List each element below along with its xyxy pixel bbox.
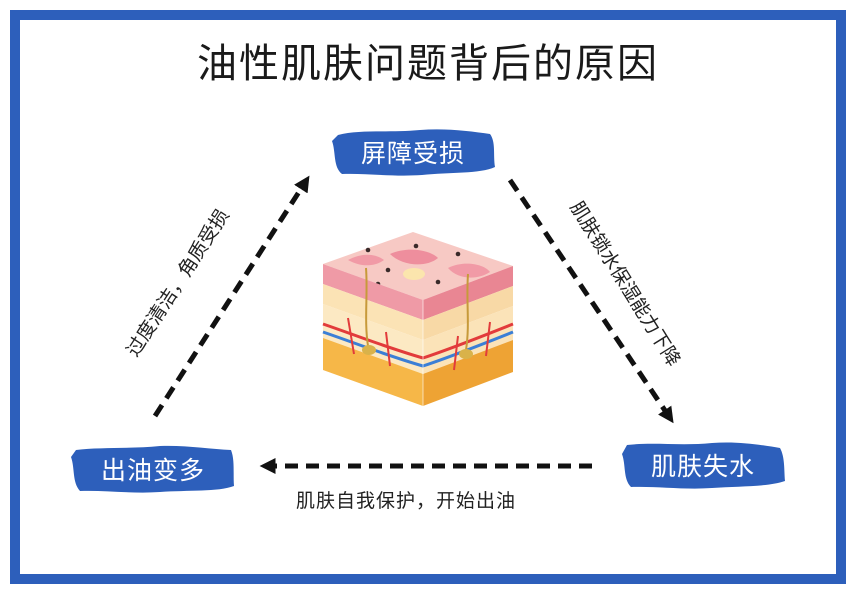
brush-blob — [622, 442, 785, 489]
node-label: 肌肤失水 — [650, 452, 755, 481]
arrow-top-to-right — [507, 178, 674, 424]
node-label: 屏障受损 — [360, 139, 465, 168]
arrow-left-to-top — [152, 175, 310, 418]
node-more-oil: 出油变多 — [70, 444, 236, 494]
skin-layers-icon — [322, 232, 514, 406]
edge-label-bottom: 肌肤自我保护，开始出油 — [296, 490, 517, 512]
page-title: 油性肌肤问题背后的原因 — [197, 41, 659, 87]
node-label: 出油变多 — [100, 456, 205, 485]
node-barrier-damaged: 屏障受损 — [330, 127, 496, 177]
brush-blob — [71, 445, 234, 493]
node-skin-dehydrated: 肌肤失水 — [620, 440, 786, 490]
brush-blob — [332, 129, 495, 176]
